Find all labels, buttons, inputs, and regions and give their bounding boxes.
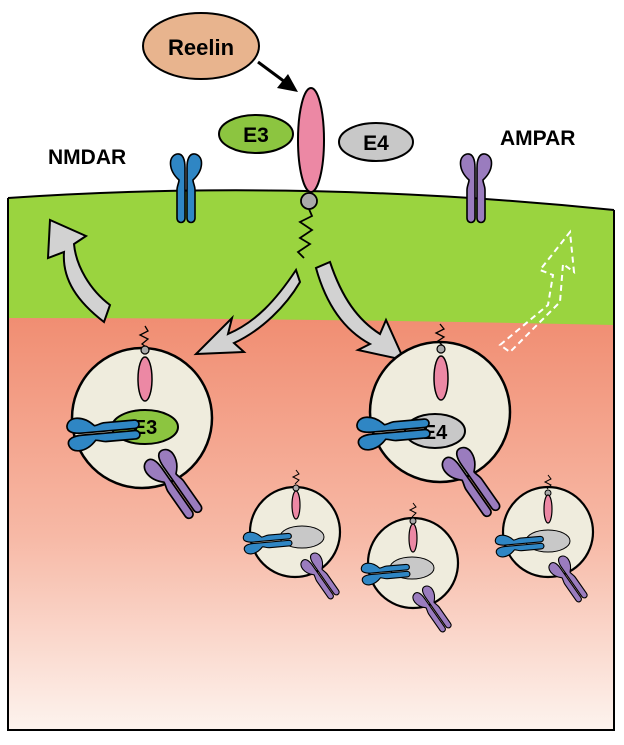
apoe3-oval [218, 114, 294, 154]
binding-arrow [277, 74, 298, 92]
vesicle-e4-label: E4 [423, 422, 448, 444]
small-vesicle-1 [242, 469, 345, 604]
exocytosis-arrow [46, 218, 112, 324]
apoe4-oval [338, 122, 414, 162]
apoe4-label: E4 [363, 132, 389, 155]
internalization-arrow-e3 [193, 267, 302, 356]
dashed-insertion-arrow [498, 229, 576, 354]
reelin-ellipse [142, 12, 260, 80]
apoe3-label: E3 [243, 124, 269, 147]
reelin-label: Reelin [168, 35, 234, 60]
ampar-label: AMPAR [500, 127, 575, 150]
cell-membrane [8, 190, 614, 325]
vesicle-e3: E3 [65, 325, 214, 525]
vesicle-e4: E4 [355, 323, 512, 523]
reelin-receptor-icon [296, 87, 325, 259]
small-vesicle-2 [360, 502, 460, 637]
small-vesicle-3 [494, 474, 595, 607]
internalization-arrow-e4 [314, 260, 406, 362]
nmdar-label: NMDAR [48, 146, 126, 169]
